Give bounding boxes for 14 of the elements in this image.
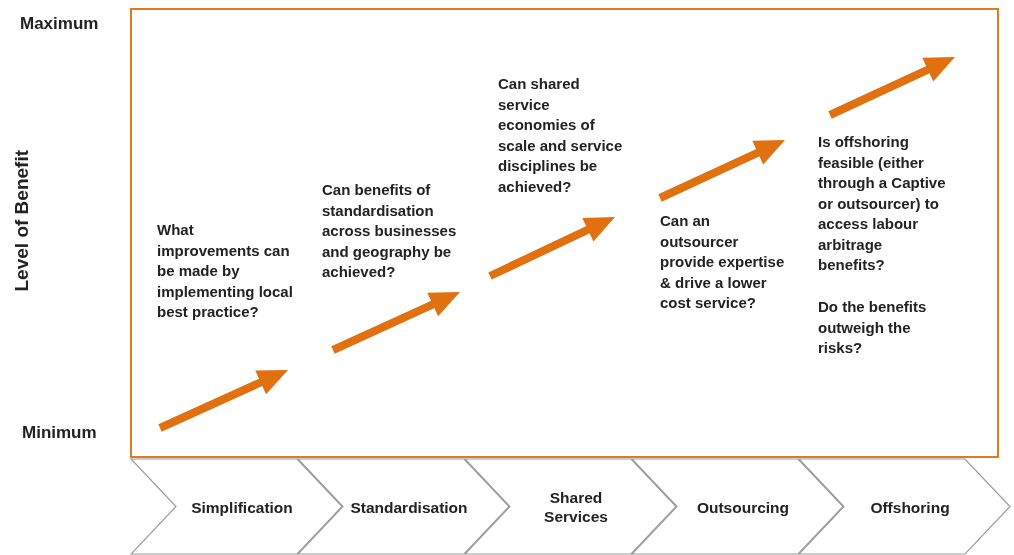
stage-label: Shared Services: [543, 487, 609, 526]
stage-label: Standardisation: [350, 497, 468, 516]
question-text: Can shared service economies of scale and service disciplines be achieved?: [498, 74, 623, 197]
question-text: What improvements can be made by implementing local best practice?: [157, 220, 294, 322]
axis-title: Level of Benefit: [12, 150, 33, 292]
stage-label: Offshoring: [869, 497, 951, 516]
axis-min-label: Minimum: [22, 423, 98, 444]
axis-max-label: Maximum: [20, 14, 100, 35]
question-text: Can an outsourcer provide expertise & drive a lower cost service?: [660, 211, 785, 313]
stage-label: Simplification: [190, 497, 294, 516]
question-text: Can benefits of standardisation across businesses and geography be achieved?: [322, 180, 458, 282]
stage-label: Outsourcing: [695, 497, 791, 516]
question-text: Do the benefits outweigh the risks?: [818, 297, 928, 358]
question-text: Is offshoring feasible (either through a Captive or outsourcer) to access labour arbitrage benefits?: [818, 132, 947, 275]
